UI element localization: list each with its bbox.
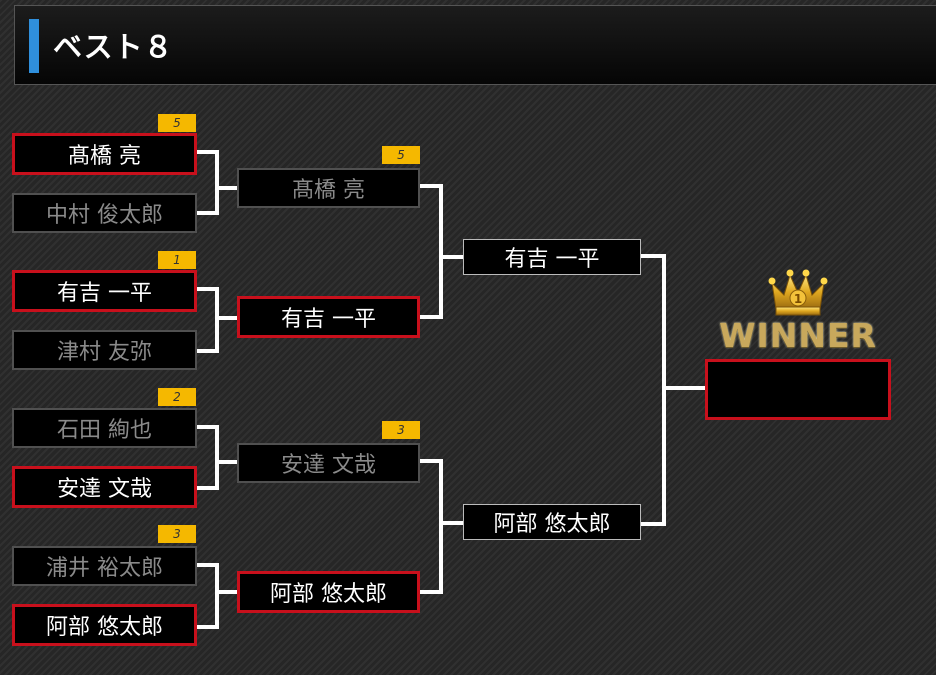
- player-round1-6[interactable]: 安達 文哉: [12, 466, 197, 508]
- bracket-line: [197, 349, 219, 353]
- bracket-line: [439, 255, 463, 259]
- bracket-line: [662, 254, 666, 526]
- score-badge: 2: [158, 388, 196, 406]
- bracket-line: [197, 625, 219, 629]
- player-round1-1[interactable]: 髙橋 亮: [12, 133, 197, 175]
- player-round2-4[interactable]: 阿部 悠太郎: [237, 571, 420, 613]
- page-header: ベスト８: [14, 5, 936, 85]
- bracket-line: [641, 522, 665, 526]
- player-round1-7[interactable]: 浦井 裕太郎: [12, 546, 197, 586]
- player-round1-8[interactable]: 阿部 悠太郎: [12, 604, 197, 646]
- bracket-line: [439, 459, 443, 594]
- score-badge: 1: [158, 251, 196, 269]
- bracket-line: [215, 186, 237, 190]
- bracket-line: [641, 254, 665, 258]
- bracket-line: [420, 184, 442, 188]
- bracket-line: [215, 287, 219, 353]
- bracket-line: [197, 425, 219, 429]
- player-round1-4[interactable]: 津村 友弥: [12, 330, 197, 370]
- player-round2-2[interactable]: 有吉 一平: [237, 296, 420, 338]
- bracket-line: [215, 460, 237, 464]
- bracket-line: [215, 425, 219, 490]
- bracket-line: [439, 521, 463, 525]
- score-badge: 3: [158, 525, 196, 543]
- bracket-line: [197, 150, 219, 154]
- header-accent-bar: [29, 19, 39, 73]
- bracket-line: [197, 287, 219, 291]
- score-badge: 5: [382, 146, 420, 164]
- player-round1-3[interactable]: 有吉 一平: [12, 270, 197, 312]
- crown-icon: 1: [768, 269, 828, 316]
- bracket-line: [420, 590, 442, 594]
- bracket-line: [666, 386, 706, 390]
- score-badge: 3: [382, 421, 420, 439]
- bracket-line: [197, 211, 219, 215]
- bracket-line: [215, 316, 237, 320]
- bracket-line: [197, 563, 219, 567]
- bracket-line: [420, 315, 442, 319]
- bracket-line: [439, 184, 443, 319]
- score-badge: 5: [158, 114, 196, 132]
- winner-label: WINNER: [719, 316, 877, 355]
- bracket-line: [215, 150, 219, 215]
- player-semifinal-1[interactable]: 有吉 一平: [463, 239, 641, 275]
- player-round1-5[interactable]: 石田 絢也: [12, 408, 197, 448]
- player-round1-2[interactable]: 中村 俊太郎: [12, 193, 197, 233]
- page-title: ベスト８: [53, 30, 174, 64]
- bracket-line: [420, 459, 442, 463]
- player-round2-1[interactable]: 髙橋 亮: [237, 168, 420, 208]
- winner-box[interactable]: [705, 359, 891, 420]
- bracket-line: [197, 486, 219, 490]
- player-semifinal-2[interactable]: 阿部 悠太郎: [463, 504, 641, 540]
- crown-rank: 1: [794, 292, 802, 306]
- player-round2-3[interactable]: 安達 文哉: [237, 443, 420, 483]
- bracket-line: [215, 590, 237, 594]
- bracket-line: [215, 563, 219, 629]
